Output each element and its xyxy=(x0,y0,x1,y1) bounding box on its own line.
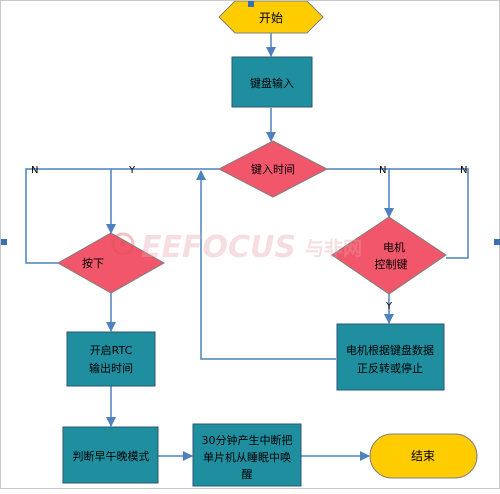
start-label: 开始 xyxy=(259,11,283,25)
keyboard-input-box[interactable] xyxy=(231,56,313,108)
key-in-time-decision[interactable] xyxy=(217,140,329,198)
loop-motor-no xyxy=(389,168,469,259)
mode-label: 判断早午晚模式 xyxy=(73,449,150,463)
sleep-label-line2: 单片机从睡眠中唤 xyxy=(203,450,291,464)
rtc-box[interactable] xyxy=(66,331,156,387)
sleep-label-line3: 醒 xyxy=(242,468,253,481)
motor-key-decision[interactable] xyxy=(331,216,447,295)
press-key-decision[interactable] xyxy=(56,232,166,294)
edge-label-left-n: N xyxy=(31,165,38,176)
keyboard-input-label: 键盘输入 xyxy=(250,76,294,90)
key-in-time-label: 键入时间 xyxy=(251,162,295,176)
motor-key-label-line2: 控制键 xyxy=(375,257,408,271)
start-terminal[interactable] xyxy=(218,0,324,34)
selection-handle-left[interactable] xyxy=(1,239,7,245)
selection-handle-right[interactable] xyxy=(494,239,500,245)
watermark-suffix: 与非网 xyxy=(305,238,362,260)
selection-handle-top[interactable] xyxy=(248,1,254,7)
motor-action-label-line2: 正反转或停止 xyxy=(357,361,423,375)
end-label: 结束 xyxy=(411,449,435,463)
connector-lines xyxy=(25,33,469,461)
mode-box[interactable] xyxy=(62,426,159,484)
sleep-wake-box[interactable] xyxy=(192,423,302,487)
arrow-time-to-motor xyxy=(327,168,394,218)
motor-key-label: 电机 xyxy=(383,240,405,254)
watermark-logo-dot-icon xyxy=(120,241,126,247)
sleep-label-line1: 30分钟产生中断把 xyxy=(202,433,293,447)
loop-press-no xyxy=(25,168,111,264)
edge-label-right-n2: N xyxy=(460,165,467,176)
edge-label-left-y: Y xyxy=(128,165,136,176)
watermark-brand: EEFOCUS xyxy=(141,230,296,265)
edge-label-right-n1: N xyxy=(379,165,386,176)
motor-action-box[interactable] xyxy=(336,323,445,391)
rtc-label-line1: 开启RTC xyxy=(90,344,133,357)
rtc-label-line2: 输出时间 xyxy=(89,361,133,375)
motor-action-label-line1: 电机根据键盘数据 xyxy=(346,343,434,357)
end-terminal[interactable] xyxy=(369,433,478,479)
arrow-action-to-time xyxy=(196,170,336,360)
press-key-label: 按下 xyxy=(82,256,104,270)
arrow-time-to-press xyxy=(106,168,219,234)
watermark: EEFOCUS 与非网 xyxy=(111,230,362,265)
edge-label-bottom-y: Y xyxy=(385,301,393,312)
watermark-logo-icon xyxy=(111,232,135,256)
